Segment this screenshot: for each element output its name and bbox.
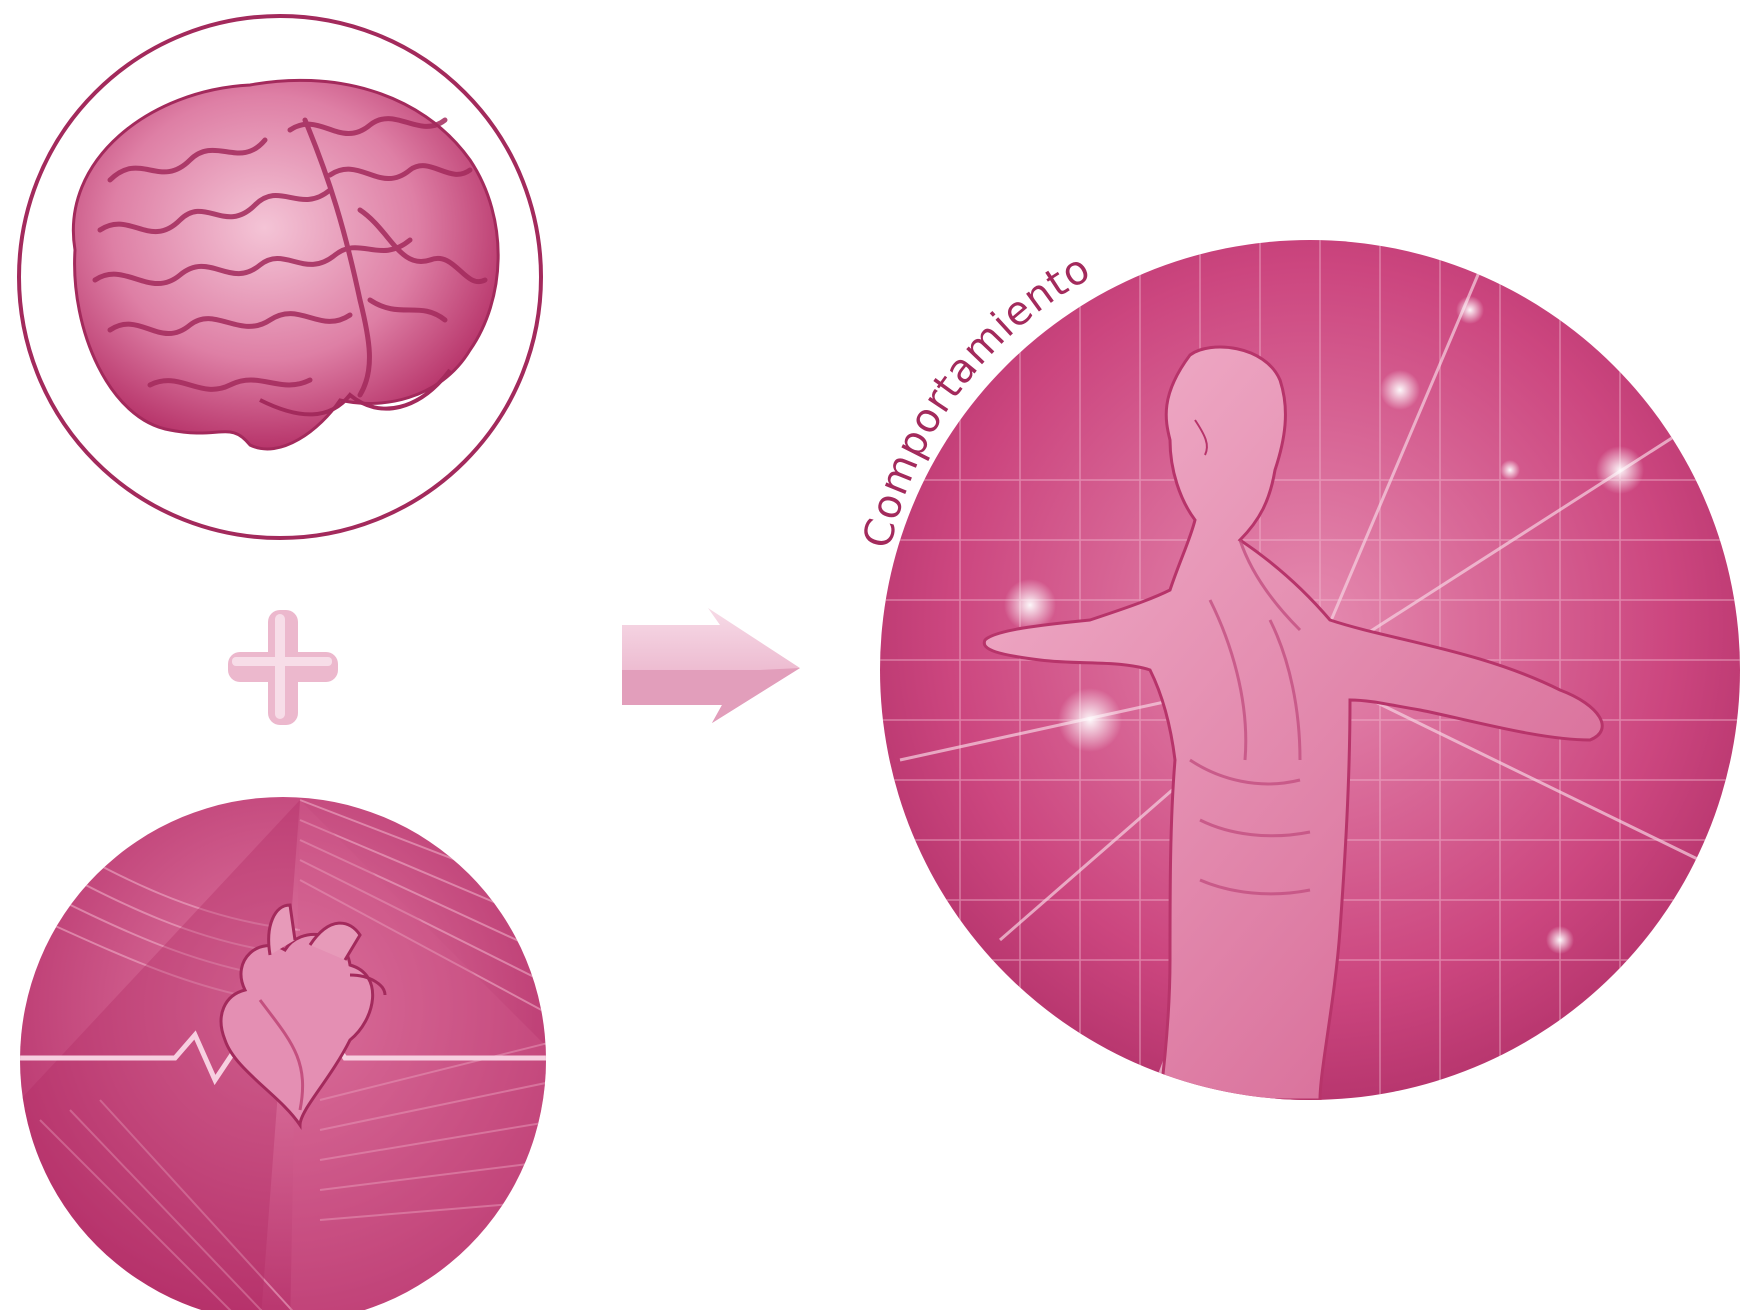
brain-node	[19, 16, 541, 538]
plus-icon	[228, 610, 338, 725]
body-node: Comportamiento	[855, 240, 1740, 1100]
heart-node	[20, 797, 560, 1310]
arrow-right-icon	[622, 608, 800, 723]
